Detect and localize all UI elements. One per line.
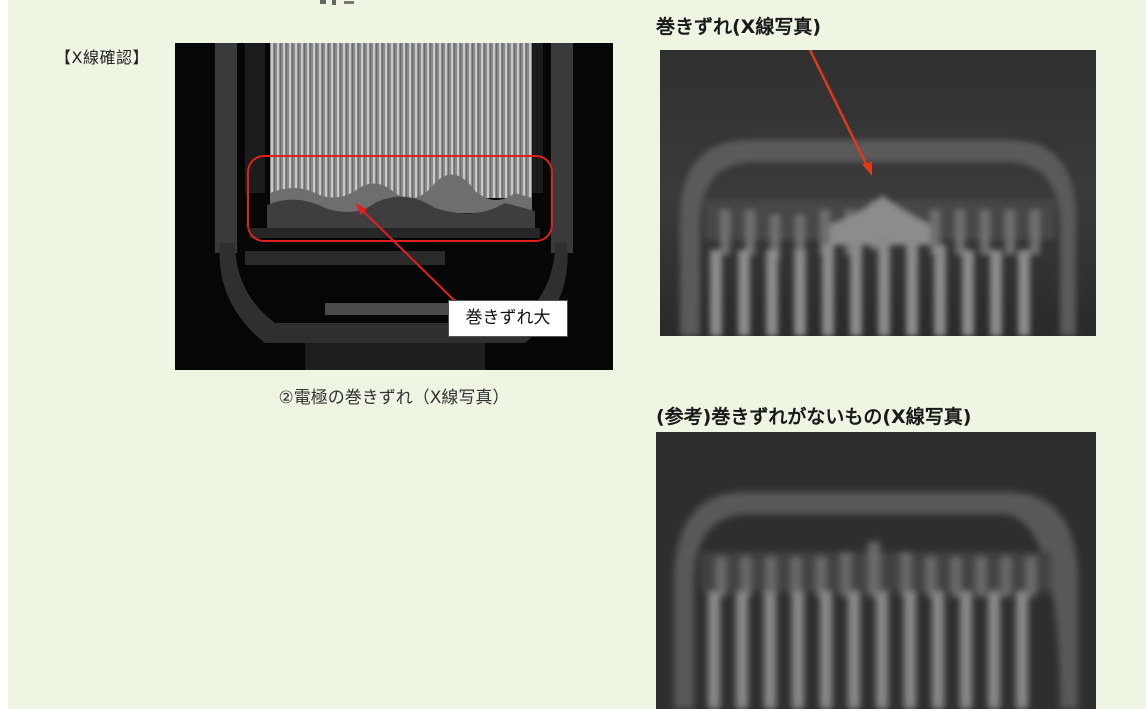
xray-image-misalignment [660,50,1096,336]
left-figure-caption: ②電極の巻きずれ（X線写真） [278,388,510,408]
callout-label: 巻きずれ大 [448,300,568,337]
right-bottom-heading: (参考)巻きずれがないもの(X線写真) [656,406,972,428]
section-label: 【X線確認】 [55,48,149,67]
right-top-heading: 巻きずれ(X線写真) [656,16,822,38]
xray-image-no-misalignment [656,432,1096,709]
top-text-fragment [318,0,358,6]
xray-image-winding-misalignment-large [175,43,613,370]
